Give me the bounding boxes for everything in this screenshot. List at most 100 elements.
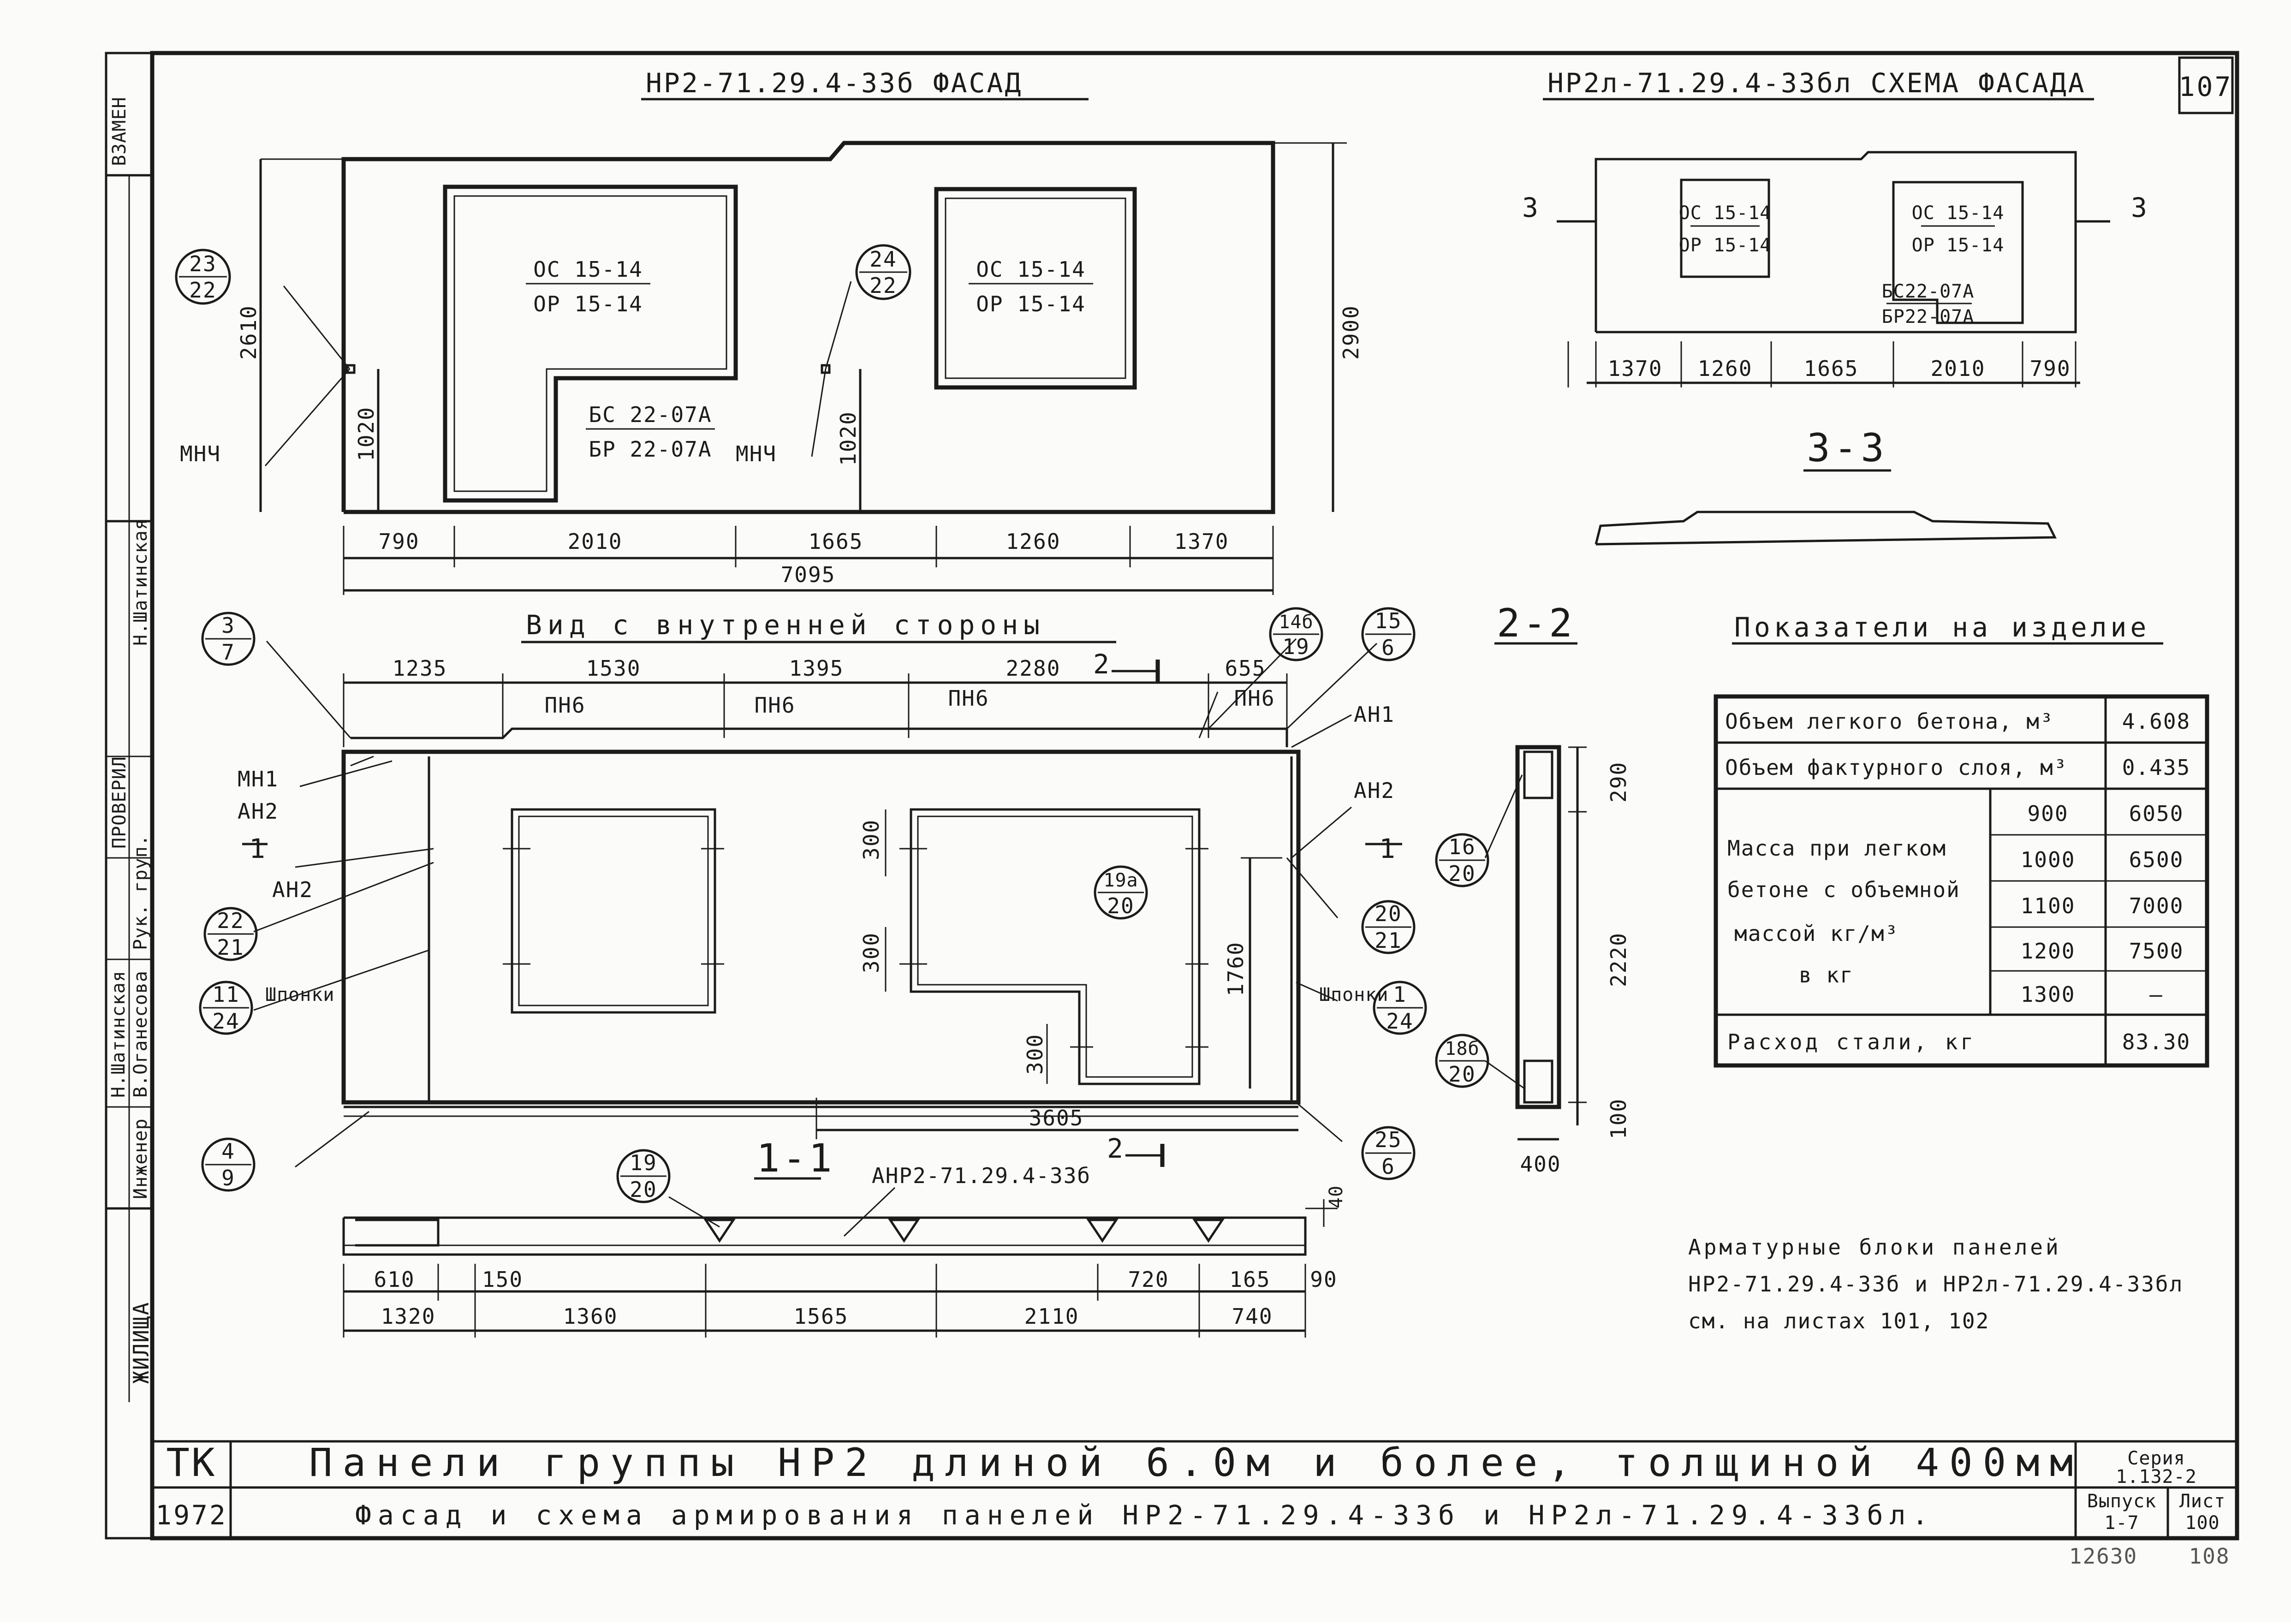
callout-1-24: 1 24 (1373, 981, 1427, 1035)
stamp-footer-num: 12630 (2069, 1544, 2137, 1569)
svg-text:4: 4 (221, 1139, 235, 1164)
scheme-dim-3: 1665 (1804, 356, 1859, 381)
indicators-mass-label-4: в кг (1799, 963, 1854, 987)
indicators-mass-label-1: Масса при легком (1727, 836, 1946, 861)
indicators-row-2-label: Объем фактурного слоя, м³ (1725, 755, 2067, 780)
indicators-row-1-value: 4.608 (2122, 709, 2190, 734)
stamp-checked-label: ПРОВЕРИЛ (109, 756, 130, 849)
section-2-2-dim-100: 100 (1606, 1098, 1631, 1139)
indicators-steel-value: 83.30 (2122, 1029, 2190, 1054)
svg-text:24: 24 (869, 247, 897, 272)
svg-text:16: 16 (1448, 834, 1476, 859)
indicators-mass-1200: 7500 (2129, 939, 2184, 964)
scheme-dim-4: 2010 (1931, 356, 1986, 381)
note-line-1: Арматурные блоки панелей (1688, 1235, 2061, 1260)
svg-text:22: 22 (217, 908, 244, 933)
inside-dim-3605: 3605 (1029, 1106, 1084, 1130)
facade-callout-mid: 24 22 (855, 244, 911, 300)
section-2-2-callout-top: 16 20 (1435, 833, 1489, 887)
svg-text:11: 11 (212, 982, 239, 1007)
svg-text:20: 20 (1375, 901, 1402, 926)
svg-text:19: 19 (1282, 634, 1309, 659)
svg-text:19: 19 (630, 1150, 657, 1175)
inside-section2-marker: 2 (1093, 648, 1111, 680)
stamp-series-label: Серия (2127, 1448, 2185, 1469)
facade-drawing: НР2-71.29.4-33б ФАСАД (259, 67, 1347, 595)
inside-label-shponki-left: Шпонки (265, 984, 335, 1005)
section-1-1-dim-top-720: 720 (1128, 1267, 1169, 1292)
svg-text:24: 24 (212, 1009, 239, 1034)
scheme-title: НР2л-71.29.4-33бл СХЕМА ФАСАДА (1547, 67, 2086, 99)
facade-window-left-bottom: ОР 15-14 (533, 291, 643, 316)
stamp-role-lead: Рук. груп. (130, 834, 151, 950)
stamp-title-1: Панели группы НР2 длиной 6.0м и более, т… (309, 1440, 2083, 1485)
section-1-1-dim-top-90: 90 (1310, 1267, 1337, 1292)
section-2-2-dim-2220: 2220 (1606, 932, 1631, 987)
sheet-number: 107 (2179, 71, 2233, 102)
facade-dim-bottom-5: 1370 (1174, 529, 1229, 554)
inside-pn6-2: ПН6 (754, 693, 795, 718)
section-1-1-dim-bottom-1565: 1565 (794, 1304, 849, 1329)
inside-dim-top-3: 1395 (789, 656, 844, 681)
scheme-door-bottom: БР22-07А (1882, 306, 1975, 327)
stamp-checker-name: Н.Шатинская (130, 518, 151, 646)
scheme-drawing: НР2л-71.29.4-33бл СХЕМА ФАСАДА (1543, 67, 2110, 546)
scheme-window-left-bottom: ОР 15-14 (1679, 235, 1772, 256)
scheme-section-title: 3-3 (1807, 425, 1888, 470)
indicators-title: Показатели на изделие (1734, 612, 2150, 643)
scheme-door-top: БС22-07А (1882, 281, 1975, 302)
inside-pn6-4: ПН6 (1234, 686, 1275, 711)
indicators-density-1300: 1300 (2021, 982, 2076, 1007)
section-1-1-dim-top-610: 610 (374, 1267, 415, 1292)
callout-3-7: 3 7 (201, 612, 256, 666)
indicators-density-1200: 1200 (2021, 939, 2076, 964)
note-line-2: НР2-71.29.4-33б и НР2л-71.29.4-33бл (1688, 1272, 2184, 1297)
inside-section1-marker-right: 1 (1379, 833, 1397, 864)
svg-text:20: 20 (1107, 893, 1134, 918)
indicators-row-2-value: 0.435 (2122, 755, 2190, 780)
section-2-2-dim-290: 290 (1606, 761, 1631, 803)
svg-text:15: 15 (1375, 608, 1402, 633)
facade-dim-total: 7095 (781, 562, 836, 587)
inside-label-an1: АН1 (1354, 702, 1395, 727)
stamp-housing-label: ЖИЛИЩА (129, 1302, 154, 1384)
svg-text:20: 20 (1448, 1062, 1476, 1087)
facade-dim-height-right: 2900 (1339, 305, 1363, 360)
section-1-1-dim-bottom-1360: 1360 (563, 1304, 618, 1329)
inside-pn6-1: ПН6 (544, 693, 585, 718)
section-2-2-drawing: 2-2 (1484, 601, 1587, 1141)
indicators-mass-900: 6050 (2129, 801, 2184, 826)
inside-dim-top-4: 2280 (1006, 656, 1061, 681)
inside-dim-top-2: 1530 (586, 656, 641, 681)
section-1-1-anr-label: АНР2-71.29.4-33б (872, 1163, 1091, 1188)
scheme-dim-5: 790 (2029, 356, 2071, 381)
svg-text:3: 3 (221, 613, 235, 638)
facade-mnch-left: МНЧ (180, 441, 221, 466)
inside-label-an2-b: АН2 (272, 877, 313, 902)
scheme-window-right-top: ОС 15-14 (1912, 202, 2005, 224)
stamp-role-name-2: В.Оганесова (130, 970, 151, 1098)
inside-label-an2-a: АН2 (238, 799, 279, 824)
svg-text:22: 22 (189, 278, 216, 303)
inside-dim-top-5: 655 (1225, 656, 1266, 681)
facade-dim-bottom-3: 1665 (809, 529, 863, 554)
facade-dim-bottom-4: 1260 (1006, 529, 1061, 554)
svg-text:6: 6 (1381, 635, 1395, 660)
indicators-table: Показатели на изделие (1714, 612, 2209, 1068)
callout-11-24: 11 24 (199, 981, 253, 1035)
stamp-series-value: 1.132-2 (2116, 1466, 2197, 1487)
facade-callout-left: 23 22 (175, 249, 231, 305)
facade-dim-bottom-1: 790 (378, 529, 419, 554)
facade-dim-bottom-2: 2010 (568, 529, 623, 554)
section-1-1-title: 1-1 (756, 1136, 835, 1181)
inside-dim-300-b: 300 (859, 932, 884, 973)
note-line-3: см. на листах 101, 102 (1688, 1309, 1989, 1333)
scheme-dim-2: 1260 (1698, 356, 1753, 381)
facade-dim-height-left: 2610 (236, 305, 261, 360)
callout-15-6: 15 6 (1361, 607, 1416, 661)
indicators-density-1100: 1100 (2021, 893, 2076, 918)
indicators-mass-1300: — (2149, 982, 2163, 1007)
svg-text:1: 1 (1393, 982, 1407, 1007)
svg-text:7: 7 (221, 640, 235, 665)
